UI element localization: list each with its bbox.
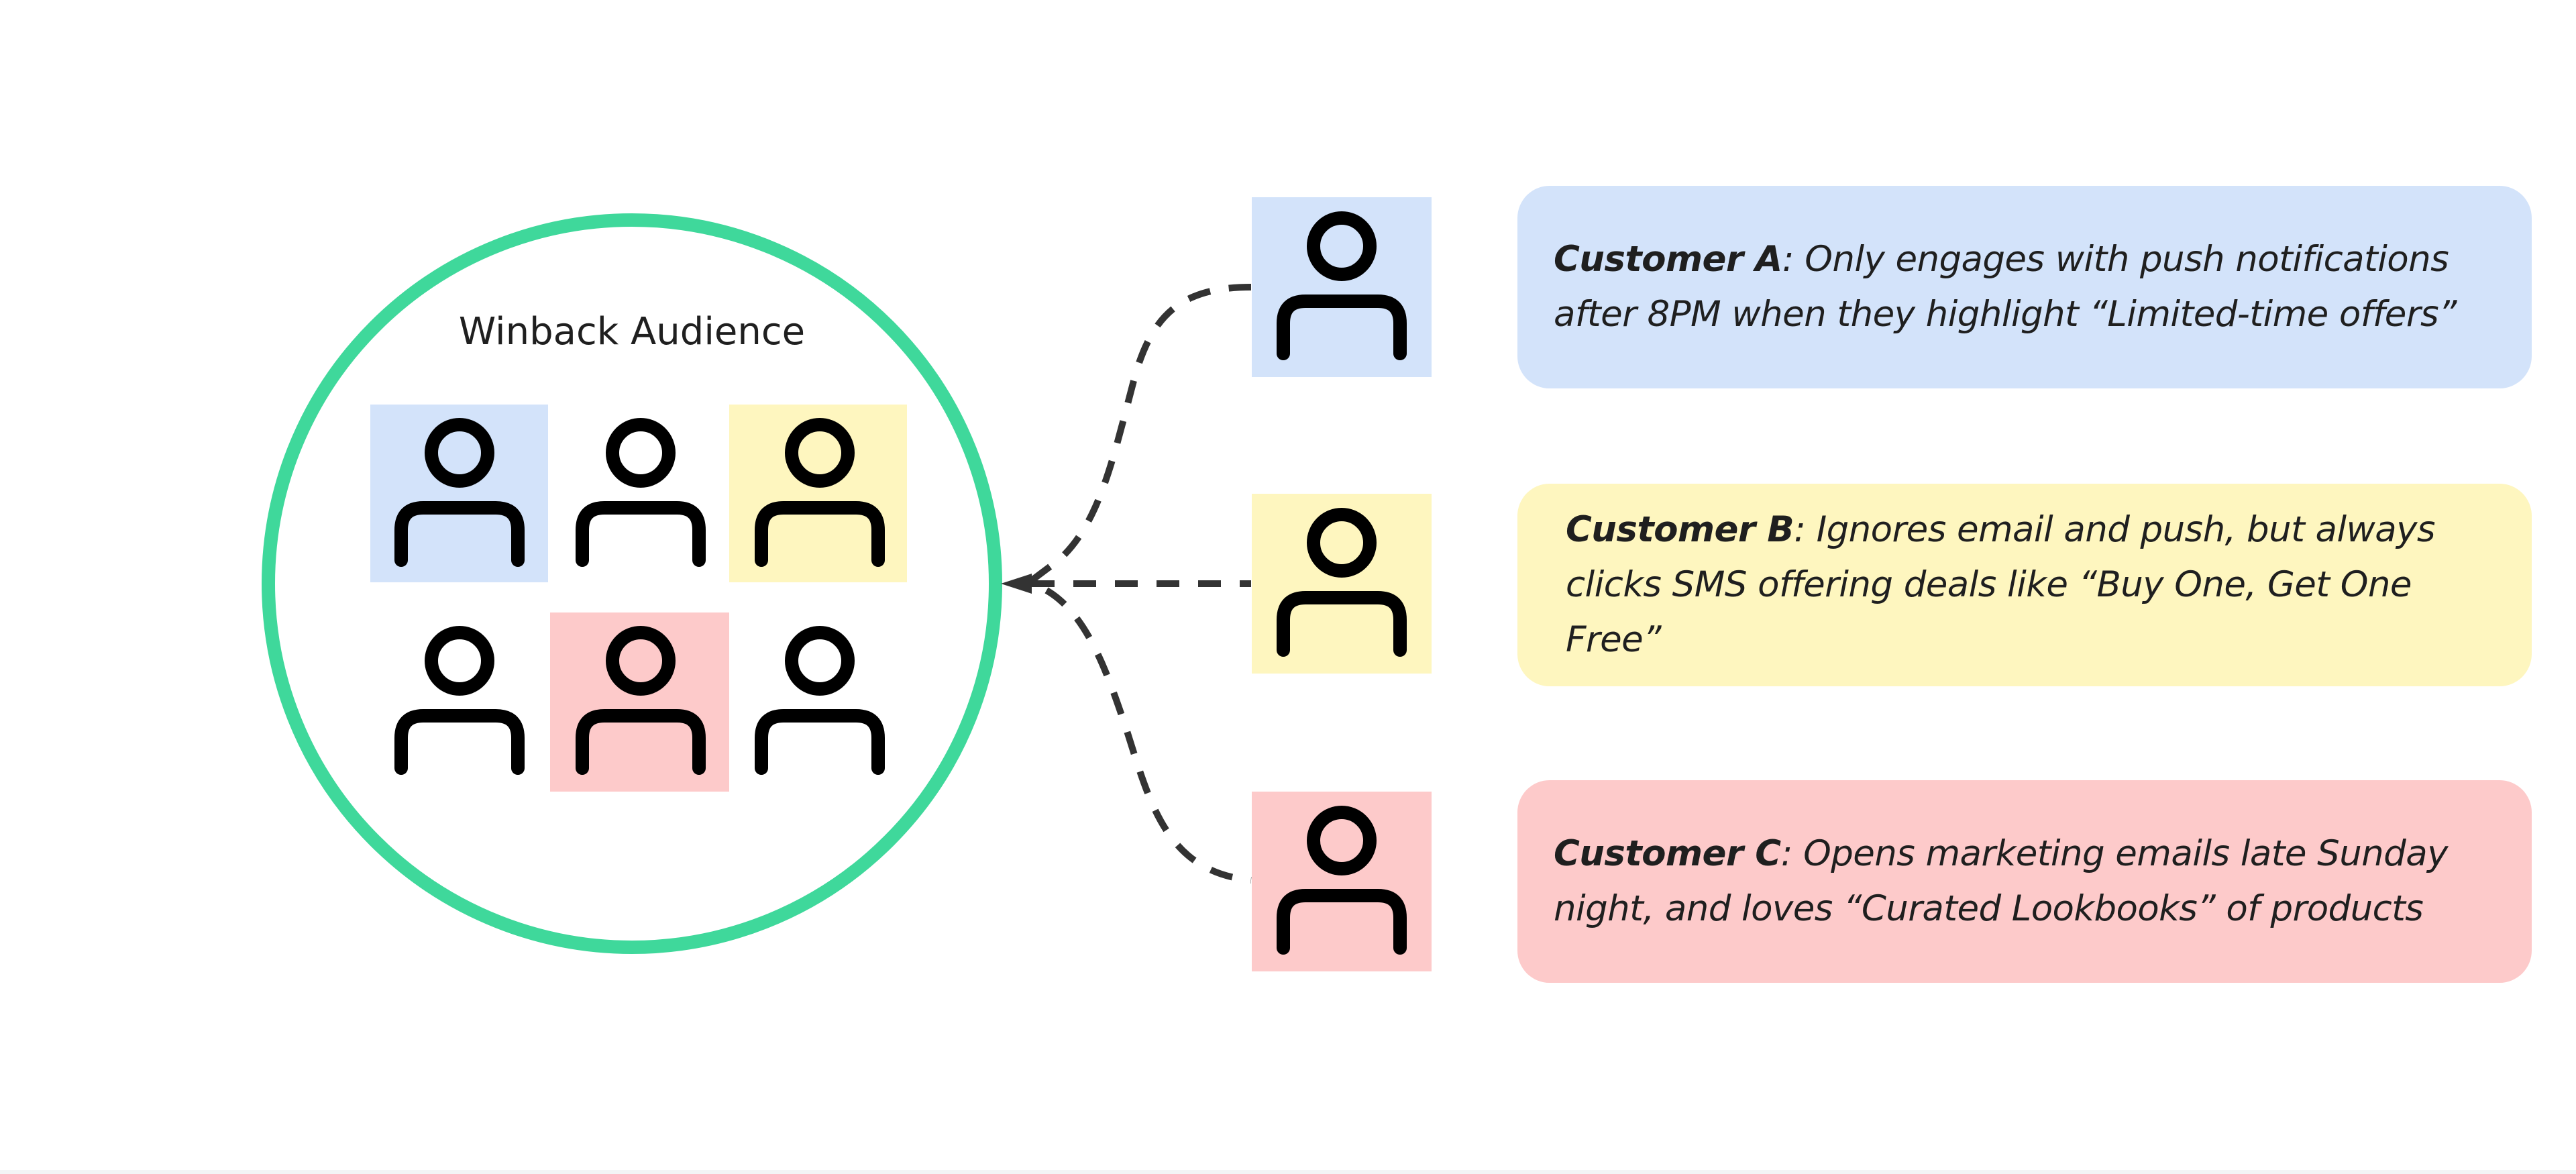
customer-a-name: Customer A <box>1554 239 1782 280</box>
customer-b-separator: : <box>1794 509 1806 550</box>
audience-circle <box>262 213 1002 954</box>
customer-b-text: Customer B: Ignores email and push, but … <box>1566 502 2491 668</box>
connector-to-customer-c <box>1044 587 1252 884</box>
connector-to-customer-a <box>1030 284 1252 583</box>
customer-b-line2: clicks SMS offering deals like “Buy One,… <box>1566 564 2412 660</box>
customer-c-separator: : <box>1780 833 1793 874</box>
customer-c-line2: night, and loves “Curated Lookbooks” of … <box>1554 888 2424 929</box>
customer-b-card: Customer B: Ignores email and push, but … <box>1517 484 2532 686</box>
customer-c-text: Customer C: Opens marketing emails late … <box>1554 826 2448 937</box>
customer-b-line1: Ignores email and push, but always <box>1805 509 2436 550</box>
customer-a-separator: : <box>1782 239 1794 280</box>
customer-a-card: Customer A: Only engages with push notif… <box>1517 186 2532 388</box>
customer-b-name: Customer B <box>1566 509 1794 550</box>
customer-c-name: Customer C <box>1554 833 1781 874</box>
page-bottom-edge <box>0 1170 2576 1174</box>
customer-c-line1: Opens marketing emails late Sunday <box>1792 833 2448 874</box>
audience-title: Winback Audience <box>458 310 806 354</box>
customer-a-line2: after 8PM when they highlight “Limited-t… <box>1554 294 2457 335</box>
customer-a-text: Customer A: Only engages with push notif… <box>1554 232 2457 342</box>
connector-arrowhead <box>1001 574 1032 594</box>
customer-c-card: Customer C: Opens marketing emails late … <box>1517 780 2532 983</box>
customer-a-line1: Only engages with push notifications <box>1793 239 2449 280</box>
